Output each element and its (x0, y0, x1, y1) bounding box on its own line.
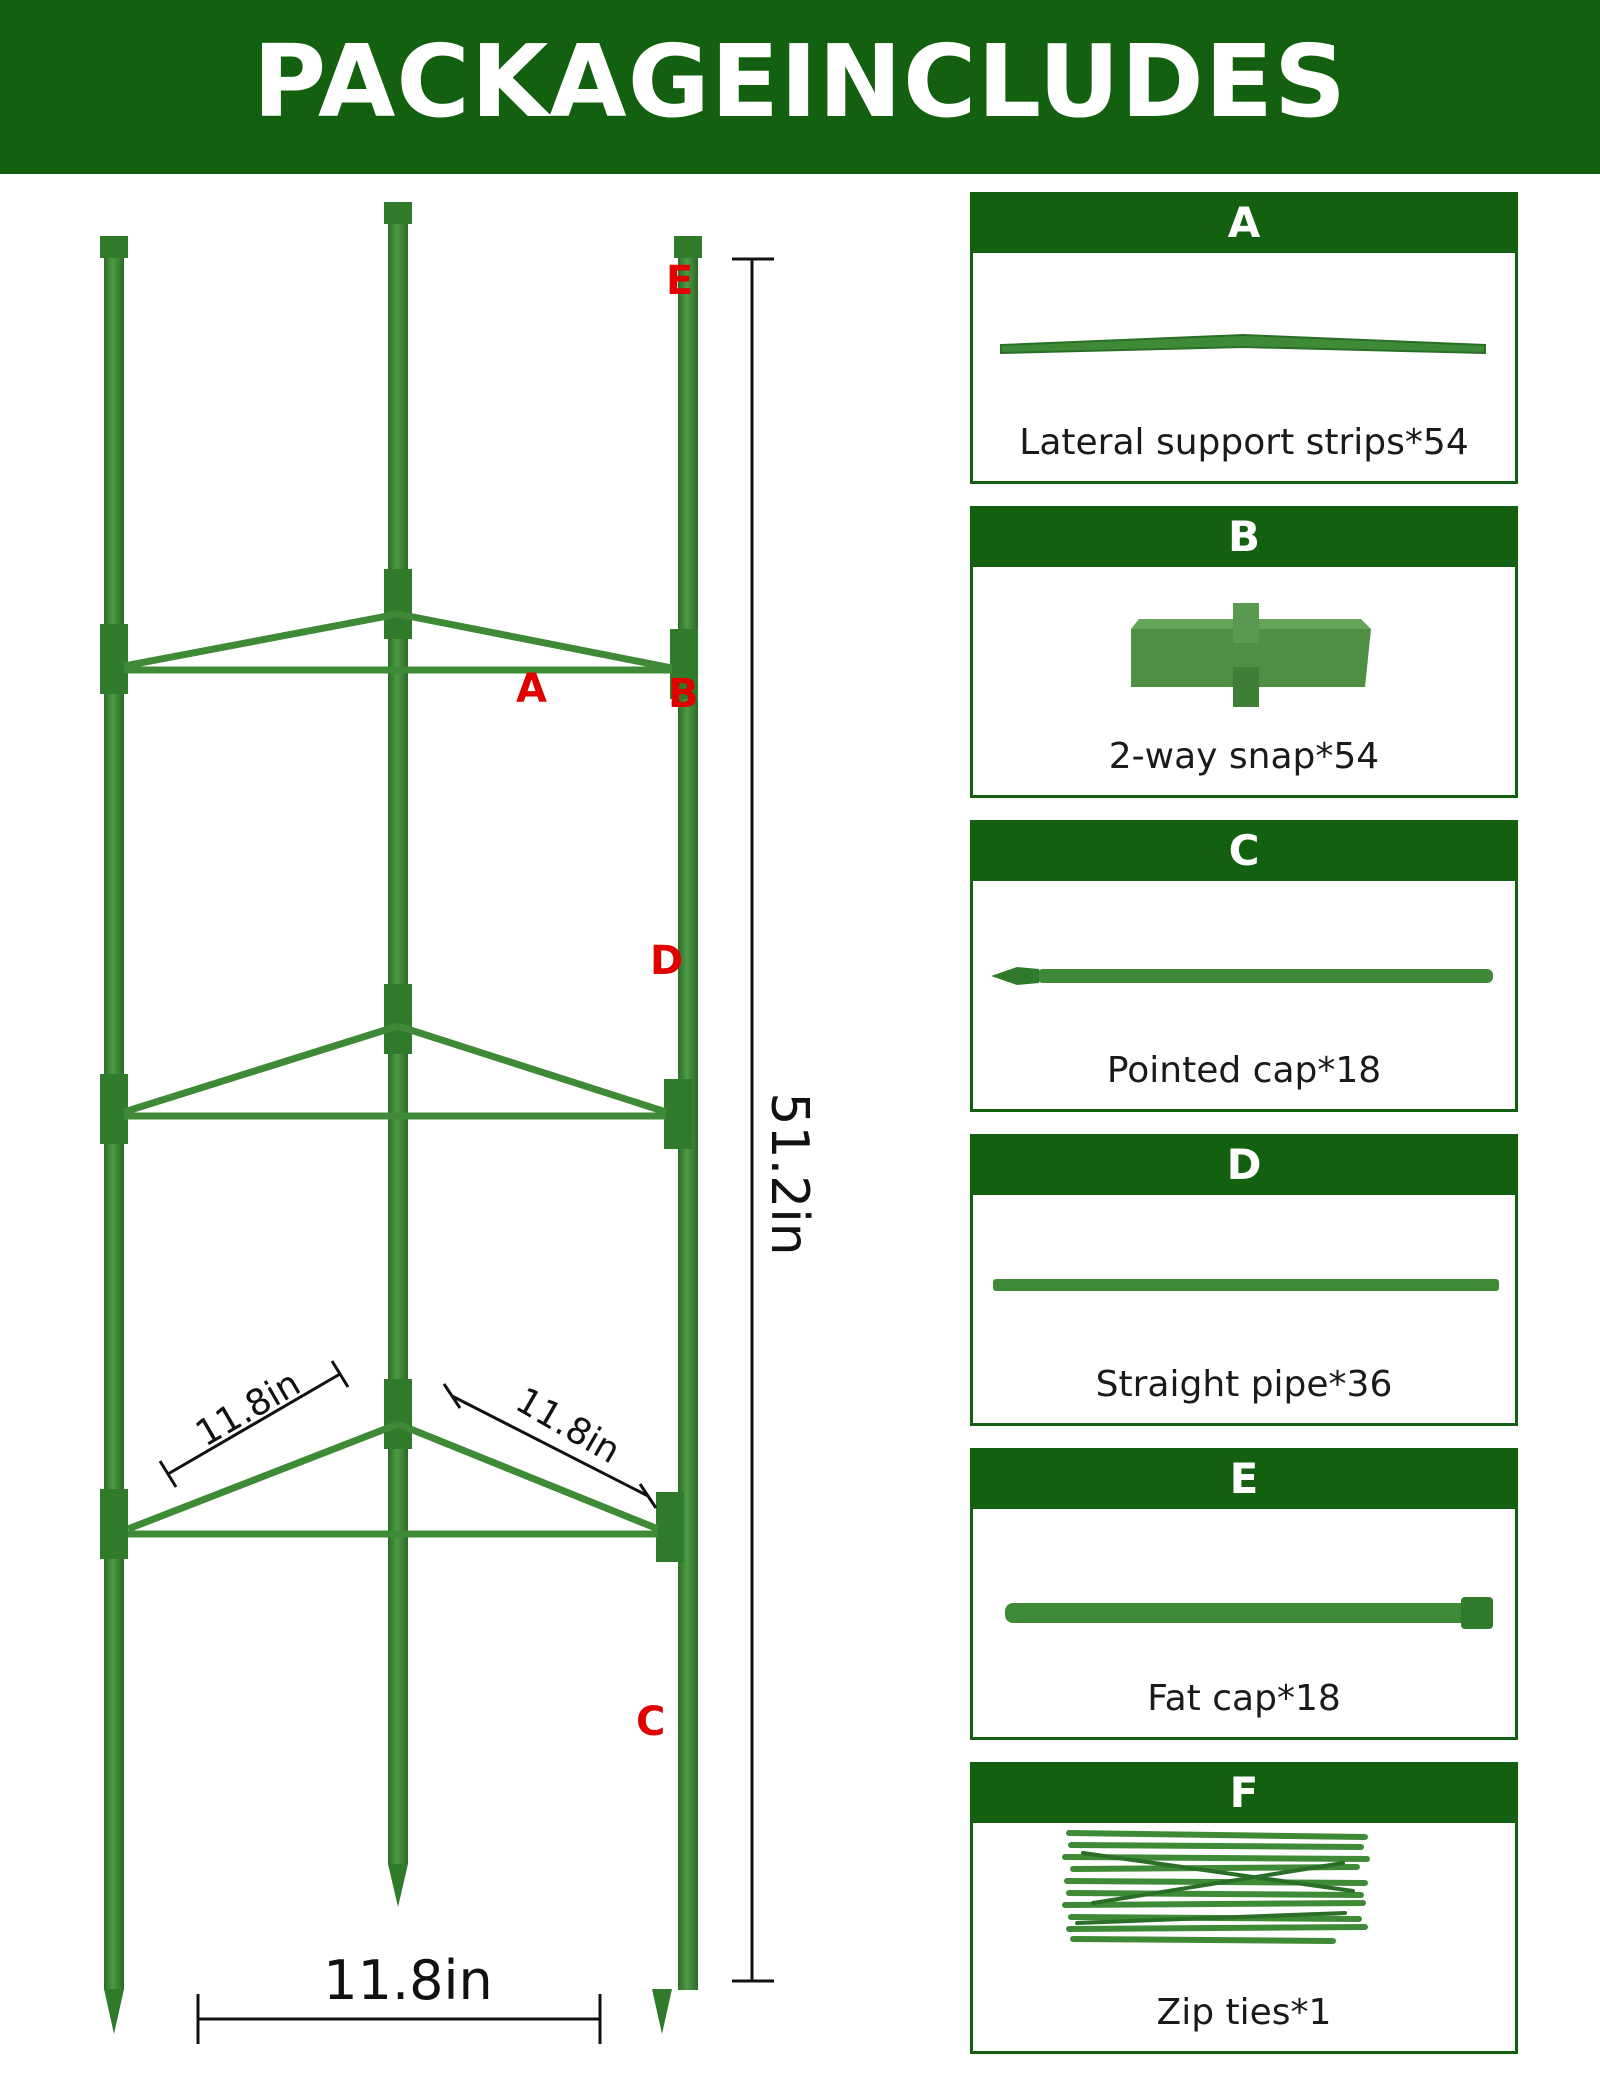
part-card-f: F Zip ties*1 (970, 1762, 1518, 2054)
part-label: Straight pipe*36 (1095, 1364, 1393, 1405)
width-dimension-line (196, 1994, 602, 2044)
part-letter: B (973, 509, 1515, 567)
part-label: Zip ties*1 (1156, 1992, 1332, 2033)
part-label: Pointed cap*18 (1106, 1050, 1382, 1091)
part-card-c: C Pointed cap*18 (970, 820, 1518, 1112)
side-dimension-label-right: 11.8in (509, 1380, 627, 1472)
support-ring-bottom (126, 1420, 660, 1538)
diagram-label-c: C (636, 1699, 665, 1745)
trellis-diagram: E A B D C 51.2in 11.8in 11.8in 11.8in (100, 202, 819, 2044)
part-letter: E (973, 1451, 1515, 1509)
height-dimension-line (732, 257, 774, 1983)
part-label: Fat cap*18 (1147, 1678, 1341, 1719)
diagram-label-e: E (666, 258, 693, 304)
part-label: Lateral support strips*54 (1019, 422, 1469, 463)
part-letter: A (973, 195, 1515, 253)
side-dimension-label-left: 11.8in (189, 1363, 307, 1455)
side-dimension-line-right (442, 1383, 658, 1509)
pole-left (100, 236, 128, 2034)
zip-ties-icon (1062, 1830, 1370, 1944)
part-letter: C (973, 823, 1515, 881)
fat-cap-pipe-icon (1005, 1597, 1493, 1629)
part-card-e: E Fat cap*18 (970, 1448, 1518, 1740)
snap-connector-icon (1131, 603, 1371, 707)
part-card-b: B 2-way snap*54 (970, 506, 1518, 798)
header-banner (0, 0, 1600, 174)
part-letter: D (973, 1137, 1515, 1195)
support-ring-top (123, 610, 673, 674)
side-dimension-line-left (158, 1360, 350, 1488)
part-card-a: A Lateral support strips*54 (970, 192, 1518, 484)
part-card-d: D Straight pipe*36 (970, 1134, 1518, 1426)
pole-center (384, 202, 412, 1907)
diagram-label-d: D (650, 938, 683, 984)
page-title: PACKAGEINCLUDES (252, 23, 1348, 140)
part-letter: F (973, 1765, 1515, 1823)
support-ring-middle (122, 1022, 668, 1120)
diagram-label-a: A (516, 666, 547, 712)
support-strip-icon (1000, 333, 1486, 355)
part-label: 2-way snap*54 (1108, 736, 1380, 777)
height-dimension-label: 51.2in (759, 1092, 819, 1255)
pointed-pipe-icon (991, 967, 1493, 985)
pole-right (652, 236, 702, 2034)
diagram-label-b: B (668, 671, 699, 717)
width-dimension-label: 11.8in (323, 1949, 492, 2012)
straight-pipe-icon (993, 1279, 1499, 1291)
